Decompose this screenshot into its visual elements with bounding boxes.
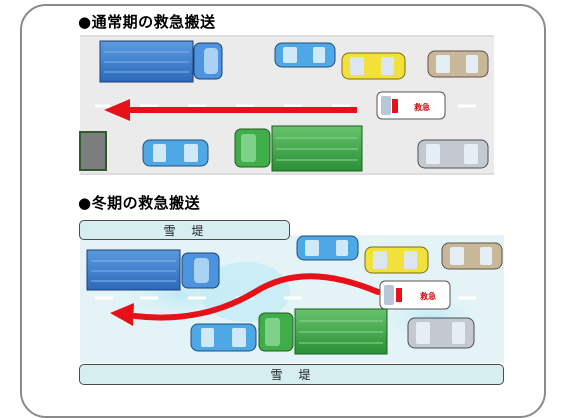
winter-ambulance-route-arrow: [110, 273, 381, 326]
snow-bank-bottom: 雪 堤: [79, 364, 504, 385]
winter-car-blue-1: [296, 235, 359, 261]
normal-ambulance-label: 救急: [414, 102, 430, 112]
winter-car-silver: [407, 317, 475, 349]
winter-car-yellow: [364, 246, 429, 274]
normal-ambulance: 救急: [376, 91, 446, 120]
normal-car-blue-1: [274, 42, 336, 68]
winter-ambulance-label: 救急: [420, 291, 436, 301]
winter-truck-green: [258, 308, 388, 355]
winter-car-blue-2: [190, 323, 257, 352]
winter-ambulance: 救急: [379, 280, 451, 310]
normal-car-silver: [417, 139, 489, 169]
snow-bank-bottom-label: 雪 堤: [270, 368, 313, 382]
normal-car-tan: [427, 50, 489, 78]
winter-car-tan: [441, 242, 503, 270]
snow-bank-top-label: 雪 堤: [163, 223, 206, 238]
normal-truck-gray-edge: [79, 131, 107, 171]
normal-car-yellow: [341, 52, 406, 80]
normal-car-blue-2: [142, 139, 209, 167]
winter-season-title: ●冬期の救急搬送: [78, 194, 201, 212]
normal-truck-blue: [99, 40, 223, 83]
normal-ambulance-route-arrow: [104, 99, 357, 121]
normal-truck-green: [234, 125, 363, 172]
traffic-diagram: 救急: [79, 35, 504, 363]
winter-truck-blue: [86, 249, 220, 291]
normal-season-title: ●通常期の救急搬送: [78, 13, 216, 31]
snow-bank-top: 雪 堤: [79, 220, 290, 240]
